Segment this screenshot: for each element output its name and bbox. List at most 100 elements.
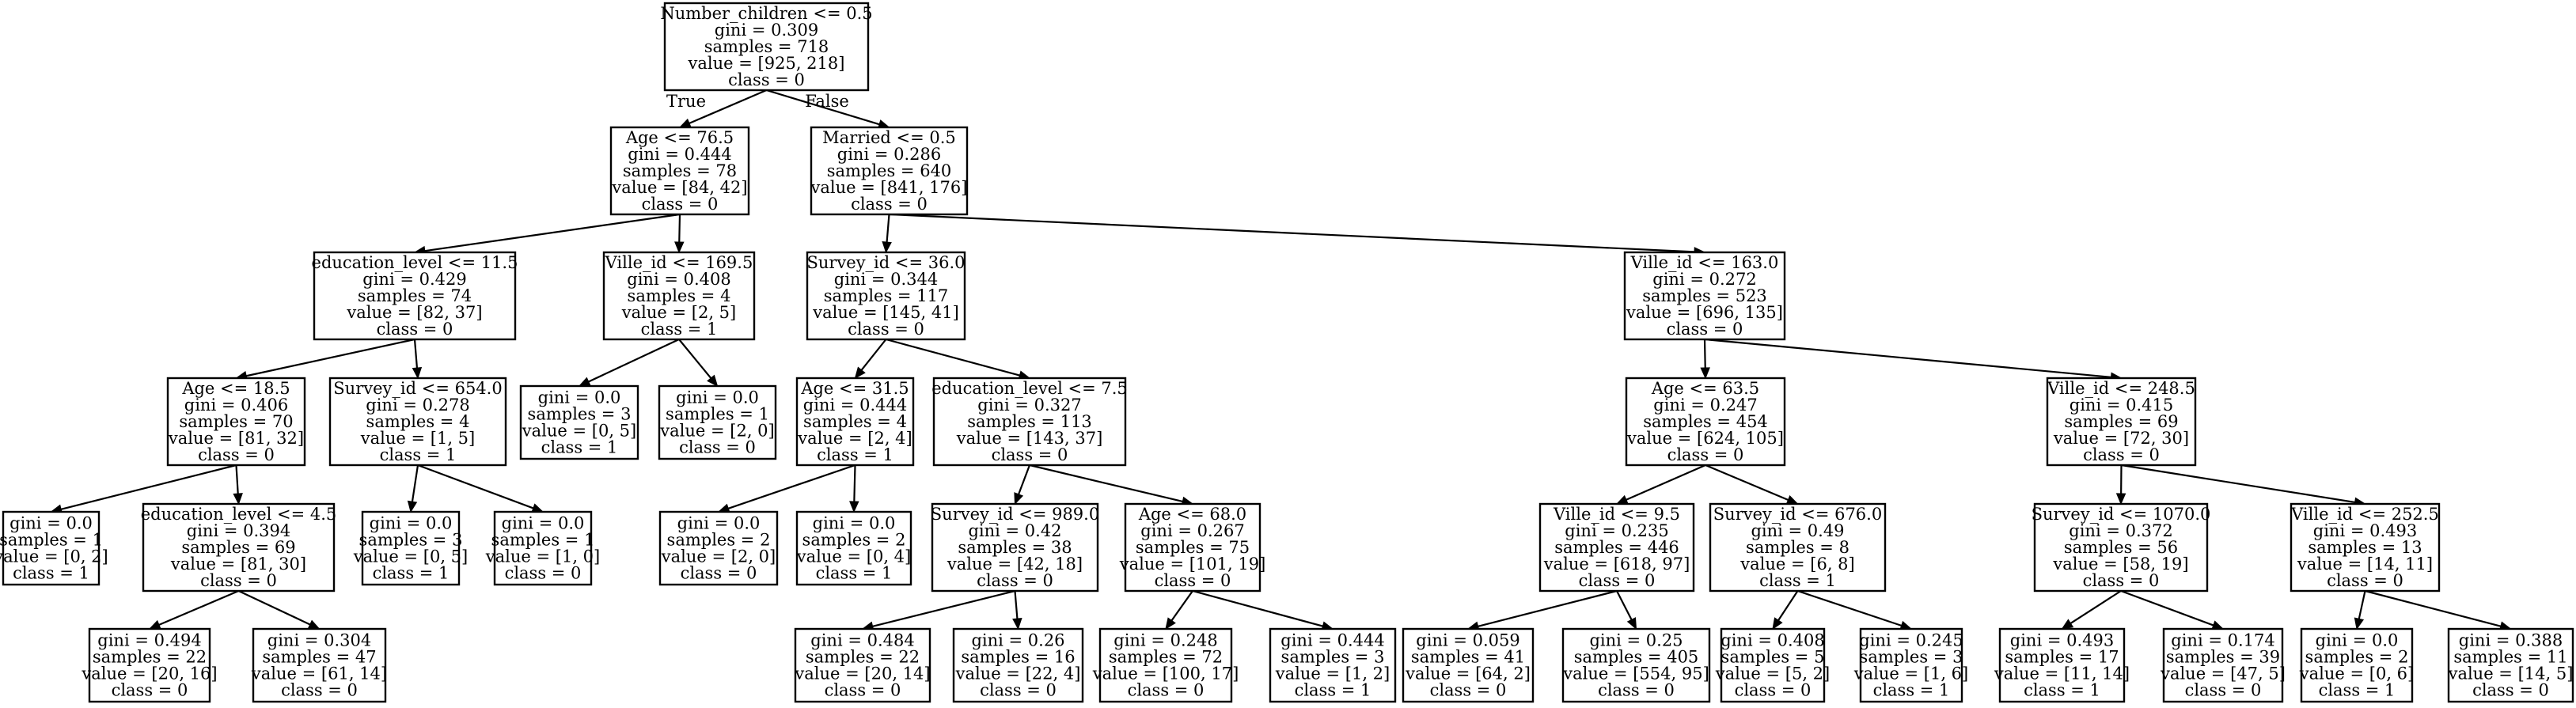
node-line: Age <= 68.0	[1138, 505, 1246, 524]
node-box	[1538, 502, 1695, 593]
node-line: gini = 0.406	[184, 396, 288, 415]
edge-line	[411, 464, 419, 502]
node-line: class = 1	[2319, 681, 2396, 700]
tree-edge: True	[666, 89, 767, 128]
node-line: samples = 11	[2453, 648, 2567, 667]
node-box	[794, 627, 931, 703]
node-box	[1625, 377, 1786, 467]
edge-line	[2121, 464, 2355, 504]
node-line: value = [14, 5]	[2448, 664, 2574, 683]
node-line: class = 0	[281, 681, 358, 700]
node-line: Survey_id <= 36.0	[806, 253, 965, 272]
node-line: class = 0	[2472, 681, 2549, 700]
node-line: value = [143, 37]	[956, 429, 1103, 448]
node-line: education_level <= 4.5	[141, 505, 337, 524]
node-box	[2, 510, 101, 586]
node-box	[493, 510, 593, 586]
node-line: value = [0, 5]	[522, 422, 636, 441]
node-line: class = 0	[2083, 571, 2160, 590]
node-line: gini = 0.247	[1653, 396, 1757, 415]
node-box	[932, 377, 1127, 467]
node-line: gini = 0.267	[1140, 521, 1244, 540]
edge-line	[1478, 589, 1618, 627]
node-line: class = 0	[1128, 681, 1205, 700]
node-line: samples = 2	[2305, 648, 2409, 667]
tree-edge	[1012, 590, 1022, 630]
node-line: class = 1	[1295, 681, 1371, 700]
node-line: samples = 22	[806, 648, 920, 667]
node-line: class = 0	[848, 320, 924, 339]
arrowhead	[1012, 618, 1022, 630]
node-line: value = [0, 6]	[2299, 664, 2414, 683]
edge-line	[1797, 589, 1903, 627]
node-line: class = 0	[2185, 681, 2262, 700]
node-line: class = 0	[825, 681, 901, 700]
node-line: gini = 0.272	[1652, 270, 1756, 289]
tree-edge	[889, 213, 1706, 257]
edge-line	[860, 339, 887, 371]
edge-line	[766, 89, 880, 126]
arrowhead	[1626, 617, 1637, 630]
node-line: samples = 3	[528, 405, 632, 424]
arrowhead	[1615, 494, 1629, 505]
tree-edge	[1700, 339, 1710, 380]
node-line: class = 0	[681, 564, 757, 583]
node-line: samples = 47	[262, 648, 376, 667]
edge-line	[678, 339, 712, 379]
arrowhead	[674, 241, 685, 254]
node-line: value = [22, 4]	[955, 664, 1081, 683]
node-line: value = [81, 30]	[170, 555, 306, 574]
node-line: value = [100, 17]	[1092, 664, 1239, 683]
node-line: samples = 3	[1281, 648, 1385, 667]
tree-edge	[1705, 464, 1799, 505]
node-line: value = [1, 0]	[485, 547, 600, 566]
node-box	[142, 502, 336, 593]
arrowhead	[412, 367, 423, 380]
node-line: gini = 0.0	[502, 514, 585, 533]
node-line: gini = 0.278	[366, 396, 469, 415]
edge-line	[424, 213, 681, 252]
edge-line	[413, 339, 419, 369]
tree-edge	[717, 464, 856, 513]
node-line: samples = 446	[1554, 538, 1679, 557]
node-line: value = [14, 11]	[2297, 555, 2433, 574]
arrowhead	[407, 500, 418, 513]
tree-edge	[407, 464, 419, 513]
tree-edge	[2365, 589, 2512, 631]
node-line: value = [6, 8]	[1739, 555, 1854, 574]
node-line: samples = 640	[827, 161, 952, 180]
node-line: samples = 22	[93, 648, 207, 667]
node-line: class = 0	[505, 564, 582, 583]
node-line: class = 0	[1155, 571, 1231, 590]
node-line: class = 0	[1667, 320, 1743, 339]
node-line: gini = 0.394	[187, 521, 290, 540]
tree-edge	[417, 464, 544, 513]
node-box	[795, 510, 912, 586]
node-box	[2162, 627, 2284, 703]
node-box	[166, 377, 306, 467]
node-line: value = [82, 37]	[346, 303, 482, 322]
node-line: Survey_id <= 1070.0	[2032, 505, 2211, 524]
edge-line	[417, 464, 534, 509]
edge-line	[1018, 464, 1031, 495]
node-box	[658, 384, 777, 460]
tree-edge	[235, 338, 415, 381]
edge-line	[1192, 589, 1323, 627]
arrowhead	[1785, 495, 1799, 505]
node-line: Number_children <= 0.5	[660, 4, 872, 23]
node-box	[658, 510, 779, 586]
